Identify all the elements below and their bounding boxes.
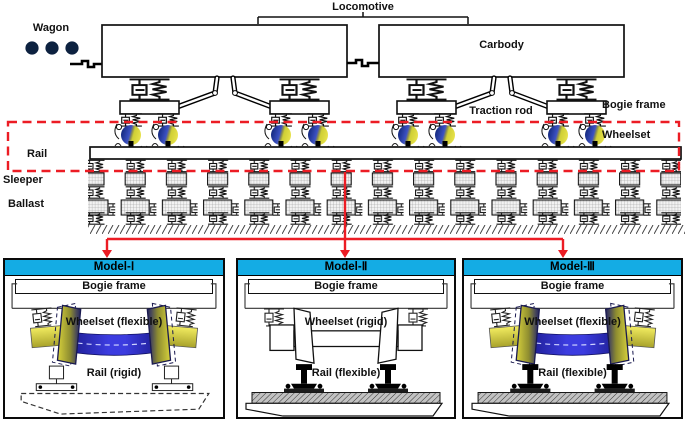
locomotive-track-diagram — [6, 12, 685, 258]
carbody-label: Carbody — [479, 39, 524, 51]
ground-hatch — [88, 225, 685, 234]
panel-3-rail-label: Rail (flexible) — [538, 367, 607, 379]
panel-1-bogie-label: Bogie frame — [82, 280, 146, 292]
track-substructure — [88, 159, 681, 225]
panel-model-2: Model-Ⅱ Bogie frame Wheelset (rigid) Rai… — [236, 258, 456, 419]
panel-3-title: Model-Ⅲ — [550, 261, 595, 273]
panel-2-drawing — [244, 283, 448, 417]
locomotive-label: Locomotive — [332, 1, 394, 13]
ballast-label: Ballast — [8, 198, 45, 210]
panel-3-wheelset-label: Wheelset (flexible) — [524, 316, 621, 328]
traction-rod-label: Traction rod — [469, 105, 533, 117]
panel-2-flexible-rail — [245, 364, 444, 417]
carbody-left — [101, 24, 348, 78]
wagon-label: Wagon — [32, 22, 70, 34]
carbody-right — [378, 24, 625, 78]
locomotive-bracket — [257, 12, 469, 24]
panel-2-wheelset — [269, 307, 423, 364]
panel-2-wheelset-label: Wheelset (rigid) — [304, 316, 388, 328]
panel-1-header: Model-Ⅰ — [5, 260, 223, 276]
panel-1-drawing — [11, 283, 217, 415]
zoom-region-dashed-box — [6, 120, 681, 173]
panel-1-bogie-frame-box: Bogie frame — [15, 279, 213, 294]
panel-1-yoke — [11, 283, 217, 309]
panel-3-bogie-label: Bogie frame — [540, 280, 605, 292]
panel-3-yoke — [470, 283, 675, 309]
panel-2-yoke — [244, 283, 448, 309]
panel-model-1: Model-Ⅰ Bogie frame — [3, 258, 225, 419]
panel-2-header: Model-Ⅱ — [238, 260, 454, 276]
panel-1-wheelset-label: Wheelset (flexible) — [65, 316, 163, 328]
panel-2-title: Model-Ⅱ — [324, 261, 368, 273]
panel-2-bogie-frame-box: Bogie frame — [248, 279, 444, 294]
panel-1-rigid-rail — [20, 365, 210, 415]
panel-1-wheelset — [29, 302, 199, 367]
traction-rods — [174, 75, 552, 110]
panel-1-rail-label: Rail (rigid) — [86, 367, 142, 379]
panel-3-header: Model-Ⅲ — [464, 260, 681, 276]
panel-3-wheelset — [488, 302, 657, 367]
panel-2-bogie-label: Bogie frame — [314, 280, 378, 292]
panel-2-rail-label: Rail (flexible) — [311, 367, 381, 379]
rail-label: Rail — [27, 148, 48, 160]
panel-3-drawing — [470, 283, 675, 417]
sleeper-label: Sleeper — [3, 174, 43, 186]
rail-bar — [89, 146, 682, 160]
panel-model-3: Model-Ⅲ Bogie frame Wheelset (flexible) … — [462, 258, 683, 419]
model-arrowheads — [102, 250, 568, 258]
bogie-frames — [119, 100, 607, 115]
panel-3-flexible-rail — [471, 364, 671, 417]
wagon-coupler — [70, 59, 102, 69]
wagon-wheels-dots — [25, 41, 79, 55]
intercar-coupler — [347, 58, 379, 68]
bogie-frame-label: Bogie frame — [602, 99, 666, 111]
model-arrows — [105, 172, 565, 251]
wheelset-label: Wheelset — [602, 129, 651, 141]
panel-3-bogie-frame-box: Bogie frame — [474, 279, 671, 294]
panel-1-title: Model-Ⅰ — [93, 261, 135, 273]
